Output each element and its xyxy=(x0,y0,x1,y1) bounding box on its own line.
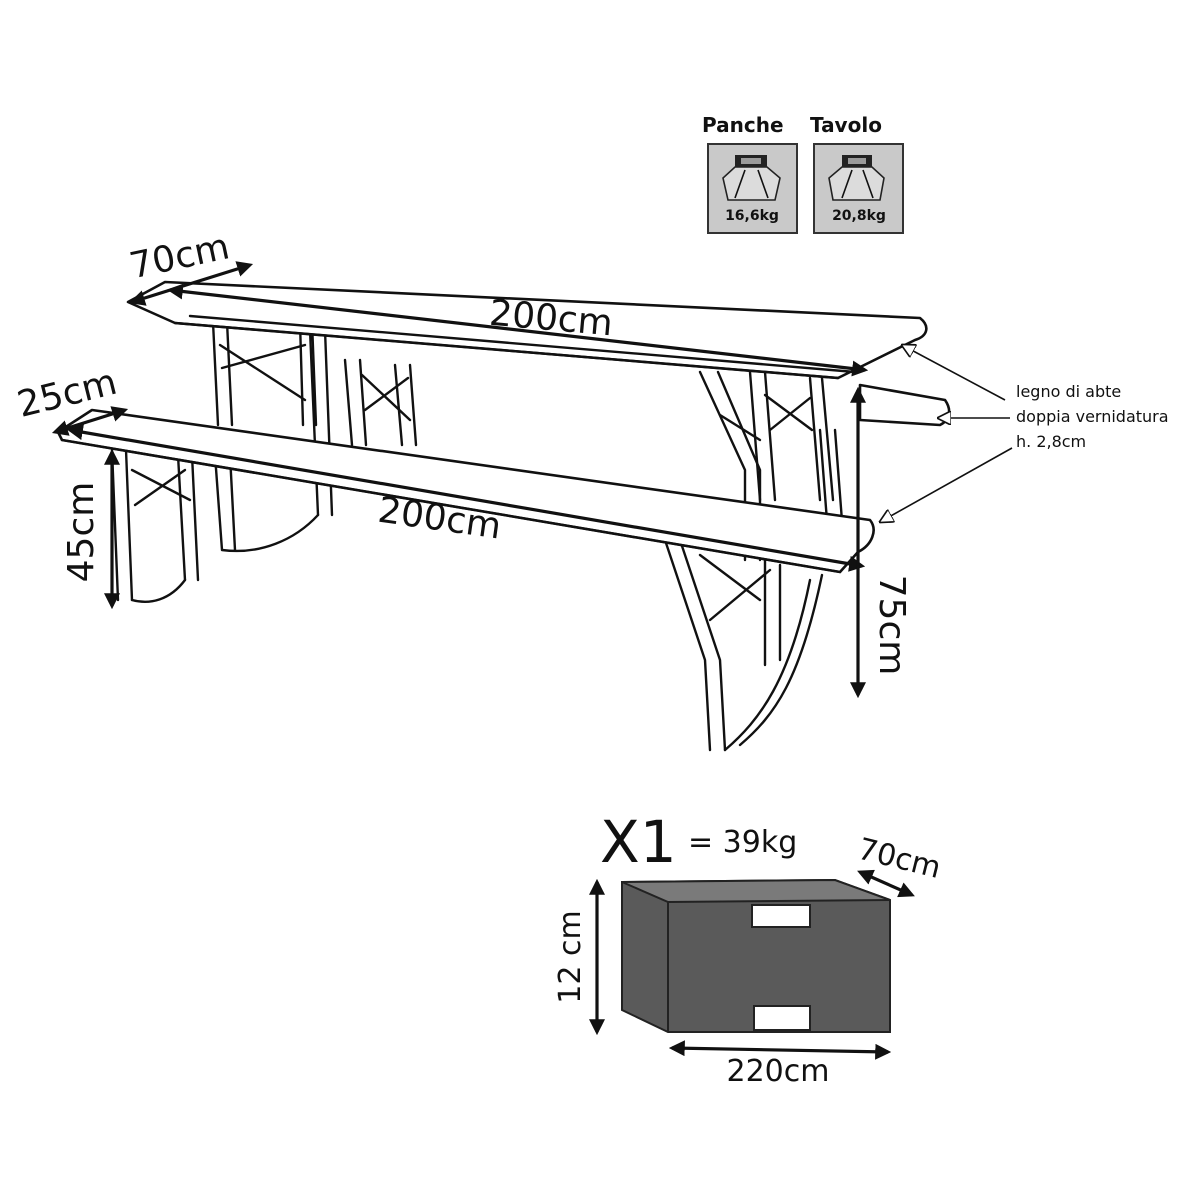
package-handle-bottom xyxy=(753,1005,811,1031)
table-weight-title: Tavolo xyxy=(810,113,882,137)
scale-weight-icon xyxy=(722,155,781,201)
table-depth-label: 70cm xyxy=(126,226,233,287)
scale-weight-icon xyxy=(828,155,885,201)
front-bench xyxy=(56,408,875,752)
table-weight-value: 20,8kg xyxy=(832,208,886,224)
package-length-label: 220cm xyxy=(727,1054,830,1089)
package-handle-top xyxy=(751,904,811,928)
table-height-label: 75cm xyxy=(871,575,912,676)
package-box: X1 = 39kg 70cm 12 cm 220cm xyxy=(553,808,944,1089)
weight-icon-benches: Panche 16,6kg xyxy=(702,113,798,234)
benches-weight-value: 16,6kg xyxy=(725,208,779,224)
package-height-label: 12 cm xyxy=(553,910,588,1003)
benches-weight-title: Panche xyxy=(702,113,784,137)
material-note-line3: h. 2,8cm xyxy=(1016,432,1086,451)
dimension-arrows xyxy=(51,261,869,699)
bench-height-label: 45cm xyxy=(61,482,102,583)
package-weight: = 39kg xyxy=(688,825,797,860)
package-depth-label: 70cm xyxy=(854,832,944,886)
package-quantity: X1 xyxy=(600,808,677,876)
material-note: legno di abte doppia vernidatura h. 2,8c… xyxy=(1016,382,1169,451)
material-note-line1: legno di abte xyxy=(1016,382,1121,401)
weight-icon-table: Tavolo 20,8kg xyxy=(810,113,904,234)
material-leader-lines xyxy=(880,345,1013,522)
material-note-line2: doppia vernidatura xyxy=(1016,407,1169,426)
